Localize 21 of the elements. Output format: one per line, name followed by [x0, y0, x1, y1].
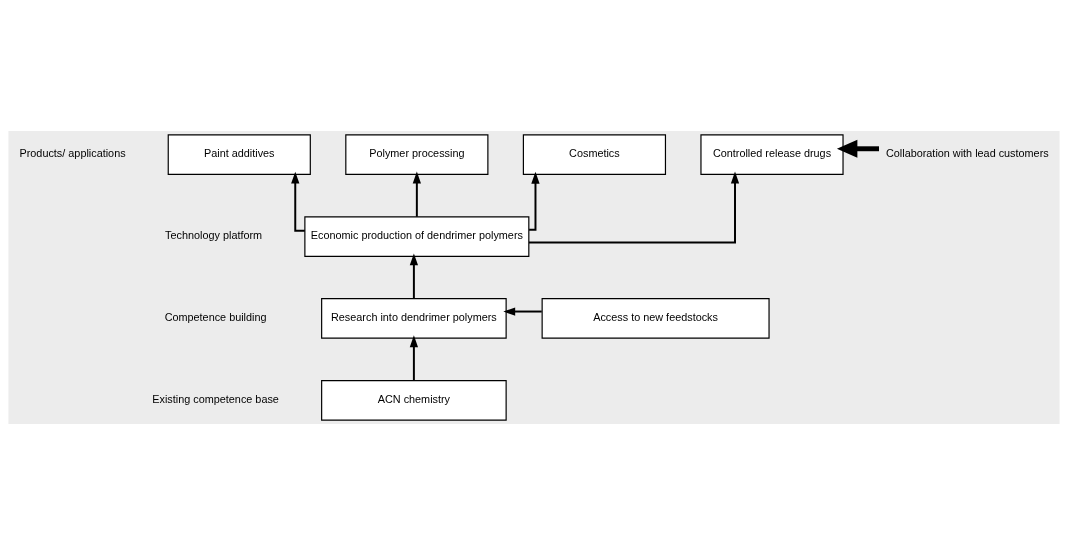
node-box: Research into dendrimer polymers — [321, 297, 507, 339]
node-text: Collaboration with lead customers — [885, 146, 1049, 159]
label: Competence building — [164, 310, 267, 323]
arrow — [291, 171, 306, 232]
node-box: Polymer processing — [345, 133, 489, 175]
node-box: Controlled release drugs — [700, 133, 844, 175]
arrow — [836, 139, 879, 158]
arrow — [409, 253, 419, 300]
node-box: Economic production of dendrimer polymers — [304, 215, 530, 257]
node-box: Cosmetics — [522, 133, 667, 175]
arrow — [409, 334, 419, 381]
node-box: ACN chemistry — [321, 379, 507, 421]
arrow — [528, 171, 540, 231]
arrow — [503, 306, 543, 316]
node-box: Access to new feedstocks — [541, 297, 770, 339]
label: Technology platform — [165, 228, 263, 241]
label: Existing competence base — [152, 392, 279, 405]
arrow — [528, 171, 740, 243]
arrow — [412, 171, 421, 218]
node-box: Paint additives — [167, 133, 311, 175]
label: Products/ applications — [19, 146, 126, 159]
